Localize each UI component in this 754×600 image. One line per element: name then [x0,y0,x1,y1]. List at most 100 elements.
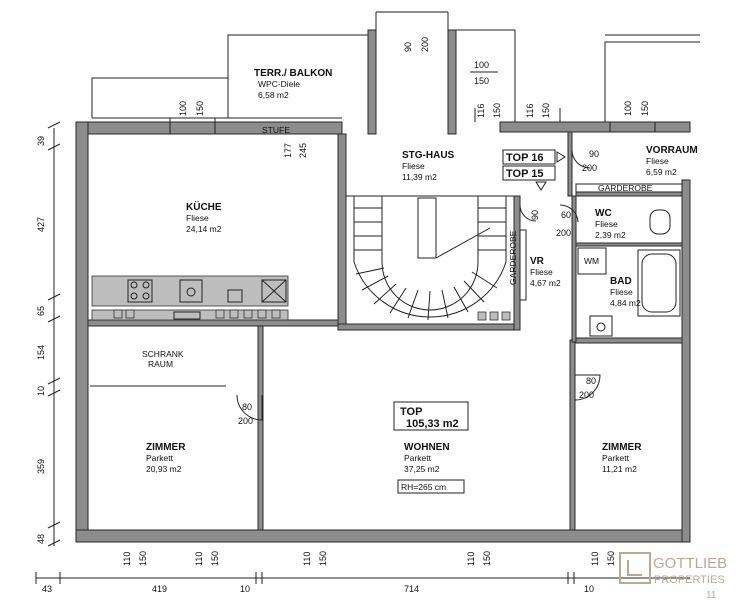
top-total-box [393,401,469,431]
dim-150-rr: 150 [640,101,650,116]
dim-bot-419: 419 [152,584,167,594]
dim-150-r: 150 [474,76,489,86]
top-dimensions: 90 200 100 150 116 150 116 150 100 150 1… [178,37,650,426]
outlets [113,309,511,321]
dim-90-v: 90 [589,149,599,159]
bad-area: 4,84 m2 [610,298,641,308]
rh-box [397,479,465,494]
top-area: 105,33 m2 [406,418,459,430]
dim-150b: 150 [541,103,551,118]
garderobe-bar [575,183,683,193]
dim-left-427: 427 [36,217,46,232]
dim-200-top: 200 [420,37,430,52]
bottom-dimensions: 43 419 10 714 10 [35,572,690,594]
kueche-sub: Fliese [186,213,209,223]
garderobe-v-label: GARDEROBE [508,230,518,285]
top15-label: TOP 15 [506,168,544,180]
dim-100-k: 100 [178,101,188,116]
terrace [91,11,700,134]
dim-150a: 150 [492,103,502,118]
logo-line2: PROPERTIES [654,574,725,586]
left-dimensions: 39 427 65 154 10 359 48 [36,121,61,547]
dim-b150e: 150 [606,551,616,566]
kueche-name: KÜCHE [186,200,222,213]
logo-mark-icon [619,552,651,584]
dim-177: 177 [283,143,293,158]
bad-sub: Fliese [610,287,633,297]
kueche-area: 24,14 m2 [186,224,222,234]
top15-box [502,165,556,181]
dim-b110c: 110 [302,552,312,566]
wohnen-rh: RH=265 cm [401,482,446,492]
garderobe-h-label: GARDEROBE [598,183,653,193]
dim-116a: 116 [476,104,486,118]
walls [75,29,691,543]
logo-line1: GOTTLIEB [653,555,727,572]
stg-name: STG-HAUS [402,150,455,161]
dim-left-48: 48 [36,534,46,544]
dim-bot-714: 714 [404,584,419,594]
dim-b110a: 110 [122,552,132,566]
dim-116b: 116 [525,104,535,118]
top-title: TOP [400,406,422,418]
top16-label: TOP 16 [506,152,544,164]
dim-60-wc: 60 [561,210,571,220]
dim-200-v: 200 [582,163,597,173]
dim-left-359: 359 [36,459,46,474]
top16-arrow [556,151,566,163]
dim-b110d: 110 [466,552,476,566]
zimmer-left-name: ZIMMER [146,442,186,453]
dim-b110b: 110 [194,552,204,566]
zimmer-left-sub: Parkett [146,453,174,463]
wohnen-sub: Parkett [404,453,432,463]
dim-90-wc: 90 [530,210,540,220]
dim-200-l: 200 [238,416,253,426]
dim-left-154: 154 [36,345,46,360]
doors [236,149,601,421]
vorraum-name: VORRAUM [646,145,698,156]
wohnen-name: WOHNEN [404,442,450,453]
stufe-label: STUFE [262,125,290,135]
bottom-window-dimensions: 110 150 110 150 110 150 110 150 110 150 [122,551,616,566]
staircase [346,195,514,321]
dim-b150b: 150 [210,551,220,566]
stg-area: 11,39 m2 [402,172,437,182]
stg-sub: Fliese [402,161,425,171]
dim-b150c: 150 [318,551,328,566]
dim-left-65: 65 [36,306,46,316]
schrank-line1: SCHRANK [142,349,184,359]
dim-80-r: 80 [586,376,596,386]
terr-area: 6,58 m2 [258,90,289,100]
schrank-line2: RAUM [148,359,173,369]
vorraum-sub: Fliese [646,156,669,166]
wm-label: WM [584,256,599,266]
vr-name: VR [530,256,545,267]
dim-b150d: 150 [482,551,492,566]
top16-box [502,149,556,165]
gottlieb-logo: GOTTLIEB PROPERTIES 11 [619,552,727,600]
logo-page: 11 [706,590,717,600]
top15-arrow [535,181,547,191]
dim-b150a: 150 [138,551,148,566]
dim-200-wc: 200 [556,228,571,238]
dim-90-top: 90 [403,42,413,52]
zimmer-right-name: ZIMMER [602,442,642,453]
dim-b110e: 110 [590,552,600,566]
vr-area: 4,67 m2 [530,278,561,288]
kitchen-counter [91,275,289,321]
zimmer-right-area: 11,21 m2 [602,464,637,474]
wc-area: 2,39 m2 [595,230,626,240]
dim-bot-43: 43 [42,584,52,594]
bath-fixtures [519,209,681,337]
wc-sub: Fliese [595,219,618,229]
dim-200-r: 200 [579,390,594,400]
terr-name: TERR./ BALKON [254,68,332,79]
dim-150-k: 150 [195,101,205,116]
zimmer-right-sub: Parkett [602,453,630,463]
dim-bot-10b: 10 [584,584,594,594]
dim-245: 245 [298,143,308,158]
vorraum-area: 6,59 m2 [646,167,677,177]
bad-name: BAD [610,276,632,287]
dim-left-39: 39 [36,136,46,146]
